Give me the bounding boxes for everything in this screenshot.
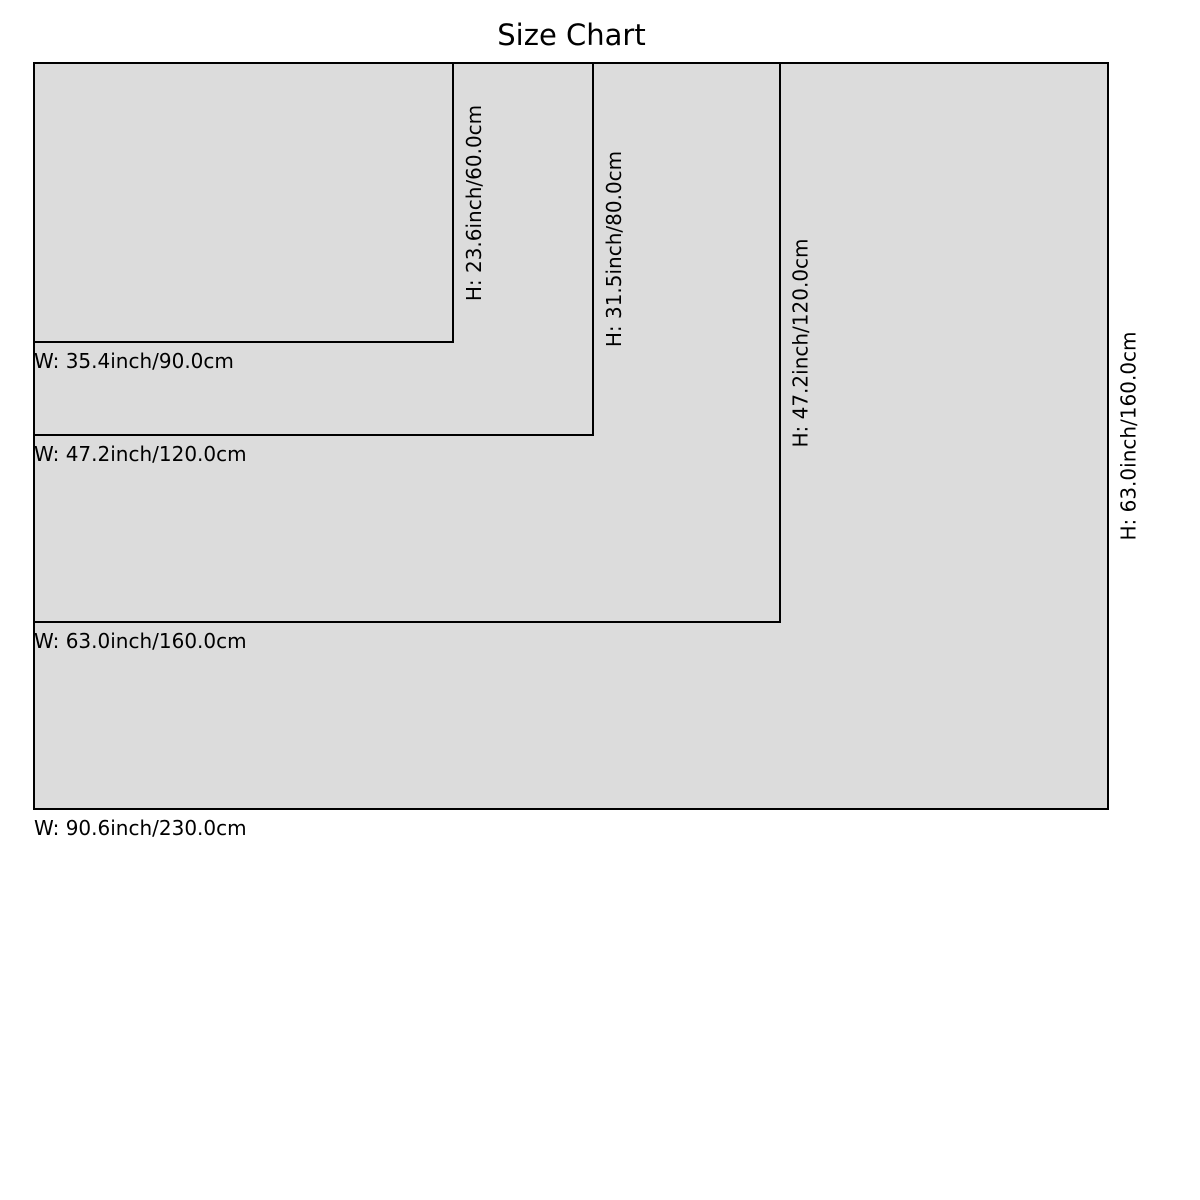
size-rectangle-1	[33, 62, 454, 343]
height-label-box-3: H: 47.2inch/120.0cm	[785, 62, 817, 623]
height-label-box-4: H: 63.0inch/160.0cm	[1113, 62, 1145, 810]
width-label-1: W: 35.4inch/90.0cm	[34, 349, 234, 373]
height-label-box-1: H: 23.6inch/60.0cm	[458, 62, 490, 343]
width-label-4: W: 90.6inch/230.0cm	[34, 816, 247, 840]
height-label-4: H: 63.0inch/160.0cm	[1117, 331, 1142, 541]
height-label-3: H: 47.2inch/120.0cm	[789, 237, 814, 448]
height-label-box-2: H: 31.5inch/80.0cm	[598, 62, 630, 436]
height-label-2: H: 31.5inch/80.0cm	[602, 150, 627, 348]
height-label-1: H: 23.6inch/60.0cm	[462, 104, 487, 301]
width-label-2: W: 47.2inch/120.0cm	[34, 442, 247, 466]
width-label-3: W: 63.0inch/160.0cm	[34, 629, 247, 653]
chart-title: Size Chart	[497, 18, 646, 52]
